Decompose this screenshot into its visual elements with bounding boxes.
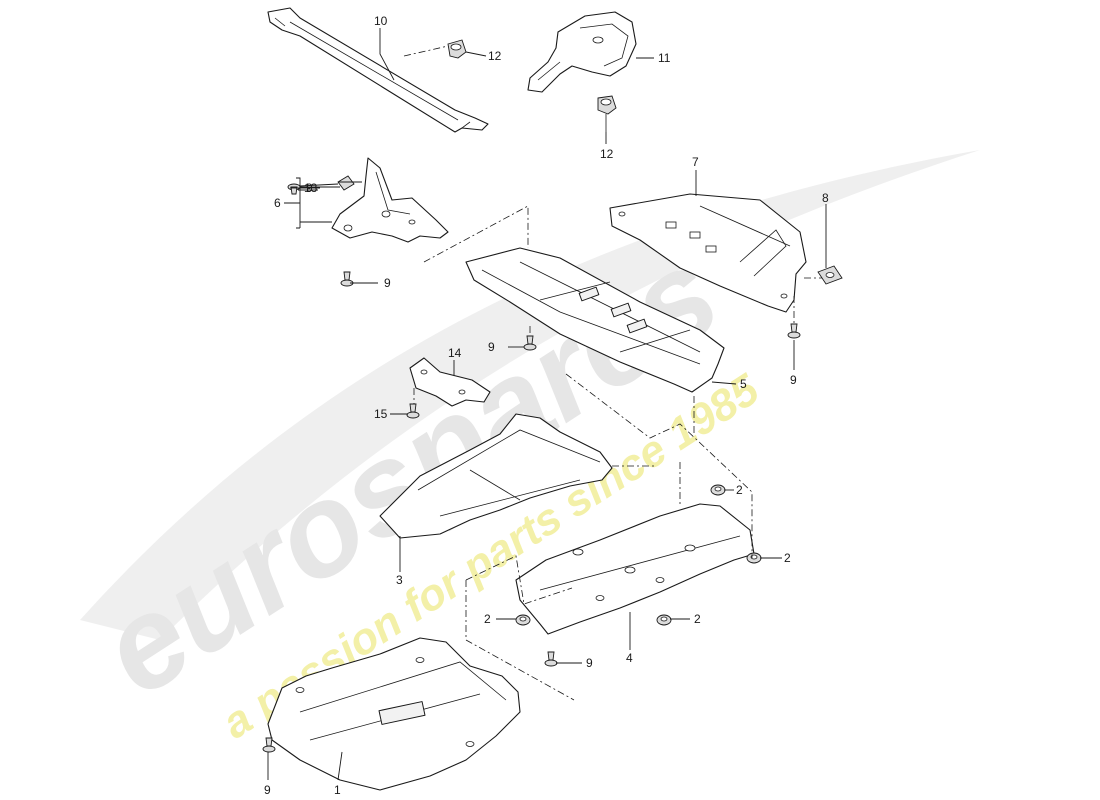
callout-3: 3 [396,573,403,587]
part-7-rear-underbody-panel[interactable] [609,193,807,313]
callout-2-b: 2 [784,551,791,565]
part-6-bracket-assembly[interactable] [331,157,449,243]
part-5-center-underbody-panel[interactable] [465,247,725,393]
callout-13: 13 [304,181,318,195]
part-12-clip-upper[interactable] [447,39,467,59]
assembly-lines [403,45,822,701]
part-1-front-undertray[interactable] [267,637,521,791]
nut-2-d[interactable] [656,614,672,626]
part-14-bracket[interactable] [409,357,491,407]
callout-11: 11 [658,51,671,65]
callout-4: 4 [626,651,633,665]
callout-12-upper: 12 [488,49,502,63]
callout-8: 8 [822,191,829,205]
screw-9-d[interactable] [787,323,801,339]
callout-12-lower: 12 [600,147,614,161]
part-13-clip[interactable] [337,175,355,191]
screw-9-e[interactable] [544,651,558,667]
screw-9-a[interactable] [287,183,301,195]
callout-9-a: 9 [306,181,313,195]
part-4-front-side-panel[interactable] [515,503,755,635]
callout-10: 10 [374,14,388,28]
callout-labels: 10 12 11 12 13 9 6 9 7 8 9 14 9 5 15 2 2… [264,14,829,797]
nut-2-c[interactable] [515,614,531,626]
part-10-crossmember[interactable] [267,7,489,133]
part-11-heat-shield[interactable] [527,11,637,93]
callout-9-e: 9 [586,656,593,670]
nut-2-a[interactable] [710,484,726,496]
screw-9-f[interactable] [262,737,276,753]
callout-9-d: 9 [790,373,797,387]
watermark-swoosh [80,150,980,640]
screw-9-c[interactable] [523,335,537,351]
callout-9-b: 9 [384,276,391,290]
callout-1: 1 [334,783,341,797]
part-3-front-tray[interactable] [379,413,613,539]
callout-6: 6 [274,196,281,210]
callout-9-c: 9 [488,340,495,354]
part-12-clip-lower[interactable] [597,95,617,132]
callout-14: 14 [448,346,462,360]
leader-lines [267,28,827,781]
callout-15: 15 [374,407,388,421]
callout-9-f: 9 [264,783,271,797]
nut-2-b[interactable] [746,552,762,564]
callout-2-d: 2 [694,612,701,626]
callout-7: 7 [692,155,699,169]
screw-15[interactable] [406,403,420,419]
callout-2-c: 2 [484,612,491,626]
part-8-nut[interactable] [817,265,843,285]
callout-5: 5 [740,377,747,391]
screw-9-b[interactable] [340,271,354,287]
callout-2-a: 2 [736,483,743,497]
